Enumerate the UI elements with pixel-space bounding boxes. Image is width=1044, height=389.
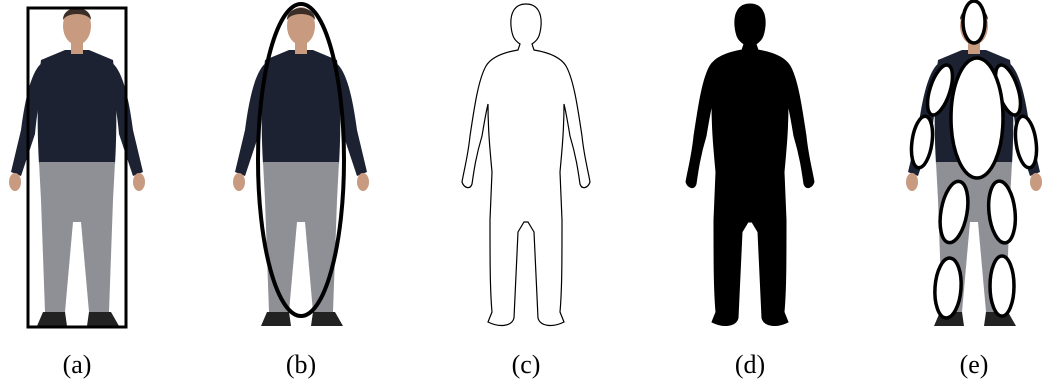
panel-d-figure (686, 4, 814, 325)
caption-a: (a) (27, 350, 127, 380)
left-forearm-ellipse (908, 115, 935, 169)
torso-ellipse (951, 58, 1003, 178)
panel-c-figure (462, 4, 590, 325)
panel-b-figure (233, 4, 369, 326)
caption-e: (e) (924, 350, 1024, 380)
panel-a-figure (9, 7, 145, 327)
panel-e-figure (906, 1, 1042, 326)
caption-c: (c) (476, 350, 576, 380)
silhouette-contour (462, 4, 590, 325)
caption-b: (b) (251, 350, 351, 380)
caption-d: (d) (700, 350, 800, 380)
right-forearm-ellipse (1012, 115, 1039, 169)
head-ellipse (963, 1, 985, 43)
silhouette-filled (686, 4, 814, 325)
right-shin-ellipse (990, 256, 1014, 316)
person-image (233, 7, 369, 326)
